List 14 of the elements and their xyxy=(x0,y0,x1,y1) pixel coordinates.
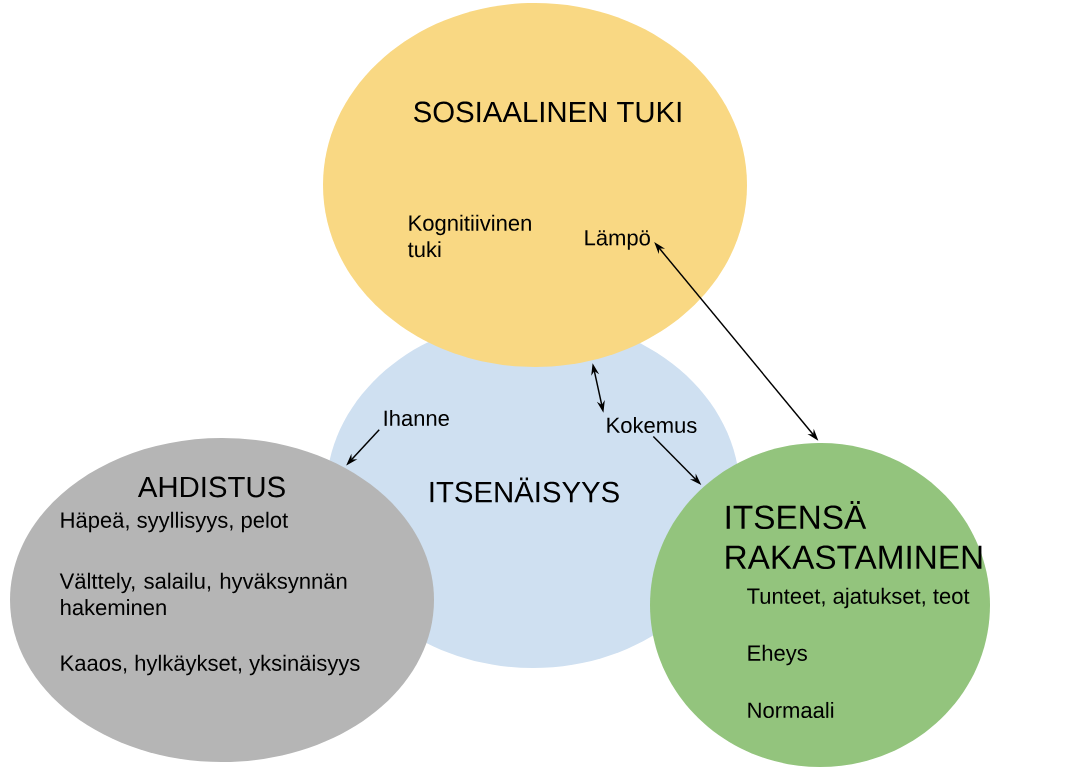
circle-heading: ITSENÄISYYS xyxy=(430,477,619,503)
circle-text: Välttely, salailu, hyväksynnän hakeminen xyxy=(59,572,347,616)
circle-text: Normaali xyxy=(748,701,834,719)
label-text: Lämpö xyxy=(585,230,650,250)
circle-heading: AHDISTUS xyxy=(137,476,285,498)
circle-heading: SOSIAALINEN TUKI xyxy=(414,101,681,123)
label-text: Kokemus xyxy=(607,416,697,434)
circle-text: Eheys xyxy=(748,644,807,666)
circle-text: Tunteet, ajatukset, teot xyxy=(747,587,970,609)
label-text: Ihanne xyxy=(384,409,449,427)
circle-text: Häpeä, syyllisyys, pelot xyxy=(61,511,289,533)
label-text: Kognitiivinen tuki xyxy=(407,214,531,258)
circle-heading: ITSENSÄ RAKASTAMINEN xyxy=(726,500,982,570)
circle-text: Kaaos, hylkäykset, yksinäisyys xyxy=(61,654,360,676)
